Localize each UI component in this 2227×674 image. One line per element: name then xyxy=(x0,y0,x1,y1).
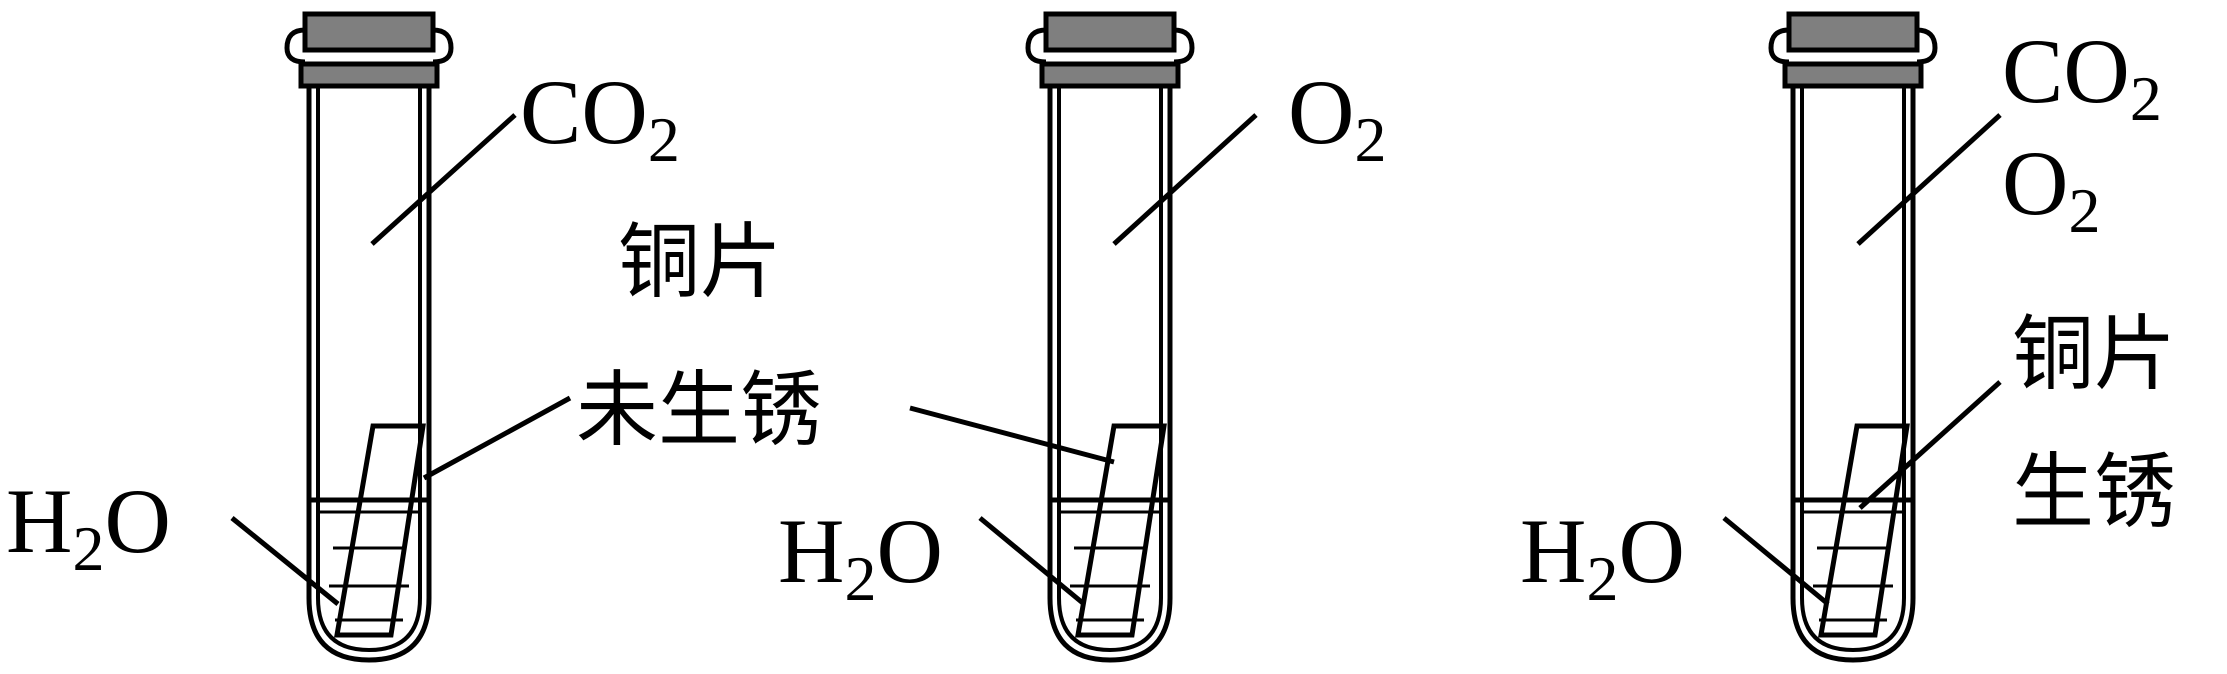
test-tube-3 xyxy=(1771,14,1935,660)
leader-h2o-3 xyxy=(1722,516,1830,606)
leader-h2o-2 xyxy=(978,516,1086,606)
water-label-2: H2O xyxy=(778,500,943,614)
leader-rusted xyxy=(1858,380,2002,510)
water-label-1: H2O xyxy=(6,470,171,584)
no-rust-label: 未生锈 xyxy=(576,363,822,458)
copper-strip-label-3: 铜片 xyxy=(2012,307,2176,402)
leader-no-rust-right xyxy=(909,405,1115,465)
gas-label-co2: CO2 xyxy=(520,61,680,175)
leader-o2-2 xyxy=(1112,113,1258,246)
test-tube-2 xyxy=(1028,14,1192,660)
leader-no-rust-left xyxy=(422,395,572,481)
gas-label-o2: O2 xyxy=(1288,61,1386,175)
water-label-3: H2O xyxy=(1520,500,1685,614)
rusted-label: 生锈 xyxy=(2012,445,2176,540)
copper-strip-label: 铜片 xyxy=(618,215,782,310)
leader-co2-o2-3 xyxy=(1856,113,2002,246)
gas-label-o2-3: O2 xyxy=(2002,132,2100,246)
leader-h2o-1 xyxy=(230,516,340,606)
leader-co2-1 xyxy=(370,113,517,246)
gas-label-co2-3: CO2 xyxy=(2002,20,2162,134)
test-tube-1 xyxy=(287,14,451,660)
